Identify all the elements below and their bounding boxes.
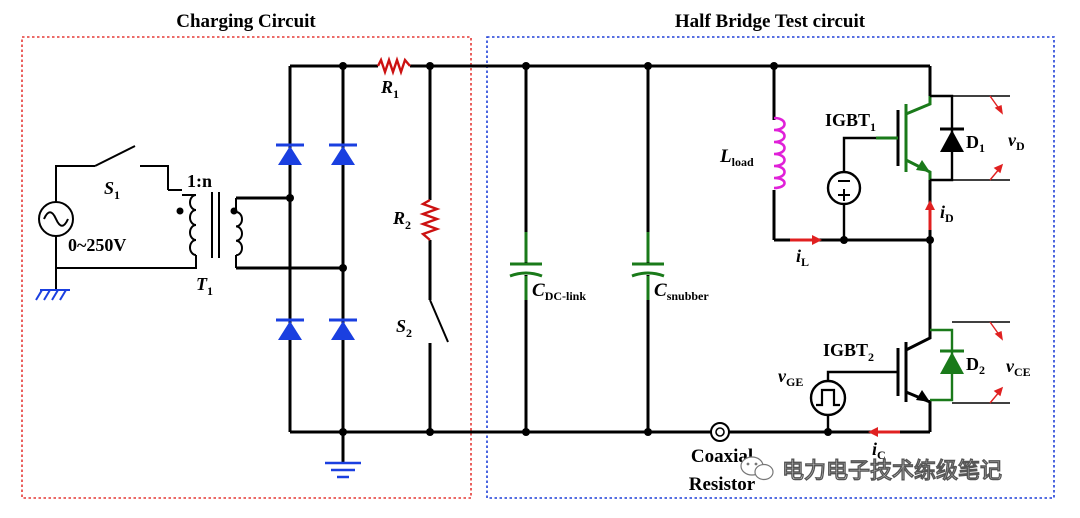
source-ground-icon [35, 289, 70, 301]
igbt2-icon [826, 323, 932, 404]
label-l-load: Lload [719, 146, 754, 169]
label-switch-s2: S2 [396, 316, 412, 340]
label-source-voltage: 0~250V [68, 235, 126, 255]
capacitor-snubber-icon [631, 232, 665, 300]
label-switch-s1: S1 [104, 178, 120, 202]
label-igbt1: IGBT1 [825, 110, 876, 134]
label-v-ge: vGE [778, 366, 803, 389]
current-arrow-id-icon [925, 200, 935, 230]
transformer-dot-secondary [230, 207, 238, 215]
label-i-d: iD [940, 202, 954, 225]
label-turns-ratio: 1:n [187, 171, 212, 191]
junction-dots-charging [286, 62, 434, 436]
voltage-markers-vd [952, 95, 1010, 181]
label-diode-d2: D2 [966, 354, 985, 377]
charging-wires [236, 64, 930, 462]
watermark: 电力电子技术练级笔记 [740, 456, 1002, 484]
label-resistor-coaxial: Resistor [689, 474, 756, 495]
charging-circuit-title: Charging Circuit [176, 11, 316, 32]
capacitor-dclink-icon [509, 232, 543, 300]
current-arrow-il-icon [790, 235, 822, 245]
ground-icon [325, 461, 361, 479]
transformer-dot-primary [176, 207, 184, 215]
current-arrow-ic-icon [868, 427, 900, 437]
vce-arrows-icon [989, 321, 1004, 404]
label-c-dclink: CDC-link [532, 280, 586, 303]
transformer-t1-icon [189, 192, 243, 258]
diode-d2-icon [930, 328, 964, 402]
label-resistor-r1: R1 [380, 77, 399, 101]
label-diode-d1: D1 [966, 132, 985, 155]
bridge-diodes [276, 143, 357, 340]
label-v-d: vD [1008, 130, 1025, 153]
wechat-icon [740, 456, 774, 481]
label-i-c: iC [872, 439, 886, 462]
resistor-r2-icon [419, 198, 441, 241]
vd-arrows-icon [989, 95, 1004, 181]
half-bridge-title: Half Bridge Test circuit [675, 11, 866, 32]
label-resistor-r2: R2 [392, 208, 411, 232]
junction-dots-half-bridge [522, 62, 934, 436]
label-i-l: iL [796, 246, 809, 269]
switch-s2-blade [429, 299, 449, 343]
watermark-text: 电力电子技术练级笔记 [782, 458, 1002, 484]
ac-source-icon [38, 201, 74, 237]
voltage-markers-vce [952, 321, 1010, 404]
label-v-ce: vCE [1006, 356, 1031, 379]
label-igbt2: IGBT2 [823, 340, 874, 364]
label-coaxial: Coaxial [691, 446, 753, 467]
half-bridge-box [486, 36, 1055, 499]
igbt1-icon [842, 96, 932, 180]
switch-s1-blade [94, 145, 136, 167]
label-c-snubber: Csnubber [654, 280, 709, 303]
diode-bridge-4-icon [329, 318, 357, 340]
diode-bridge-3-icon [276, 318, 304, 340]
diode-d1-icon [930, 94, 964, 182]
diode-bridge-1-icon [276, 143, 304, 165]
coaxial-resistor-icon [710, 422, 730, 442]
diode-bridge-2-icon [329, 143, 357, 165]
inductor-l-load-icon [773, 116, 786, 190]
dc-gate-source-icon [826, 170, 862, 240]
resistor-r1-icon [376, 56, 411, 76]
source-wires [55, 165, 237, 290]
label-transformer-t1: T1 [196, 274, 213, 298]
pulse-gate-source-icon [809, 379, 847, 432]
